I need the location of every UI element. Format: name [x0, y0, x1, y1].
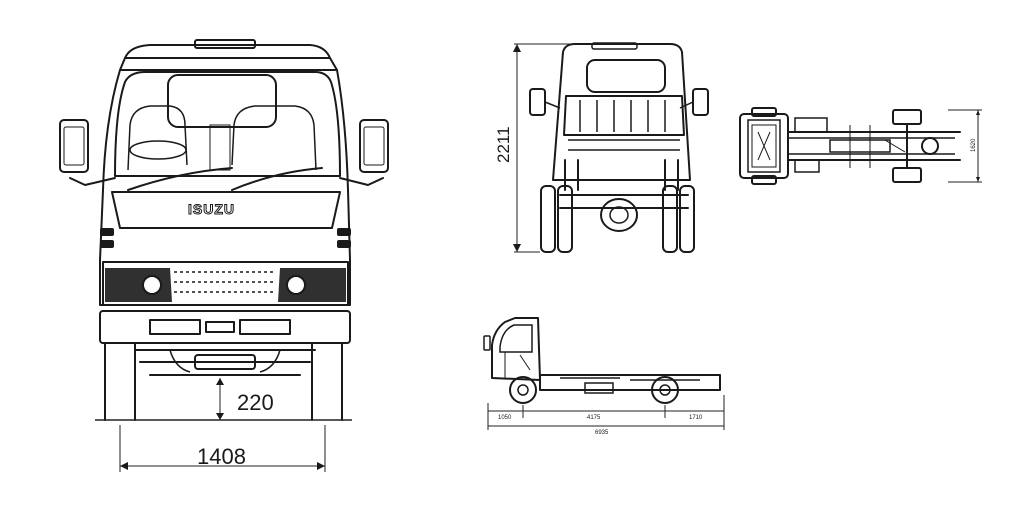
brand-logo-text: ISUZU: [188, 201, 235, 217]
overall-height-label: 2211: [494, 126, 513, 163]
side-view: 1050 4175 1710 6935: [483, 317, 725, 436]
front-overhang-label: 1050: [498, 415, 512, 421]
wheelbase-label: 4175: [587, 415, 601, 421]
rear-view: 2211: [494, 42, 709, 253]
track-width-label: 1408: [197, 444, 246, 469]
top-view: 1620: [739, 107, 982, 185]
ground-clearance-label: 220: [237, 390, 274, 415]
front-view: ISUZU 220 14: [59, 39, 389, 472]
overall-length-label: 6935: [595, 430, 609, 436]
rear-overhang-label: 1710: [689, 415, 703, 421]
frame-width-label: 1620: [971, 138, 977, 152]
